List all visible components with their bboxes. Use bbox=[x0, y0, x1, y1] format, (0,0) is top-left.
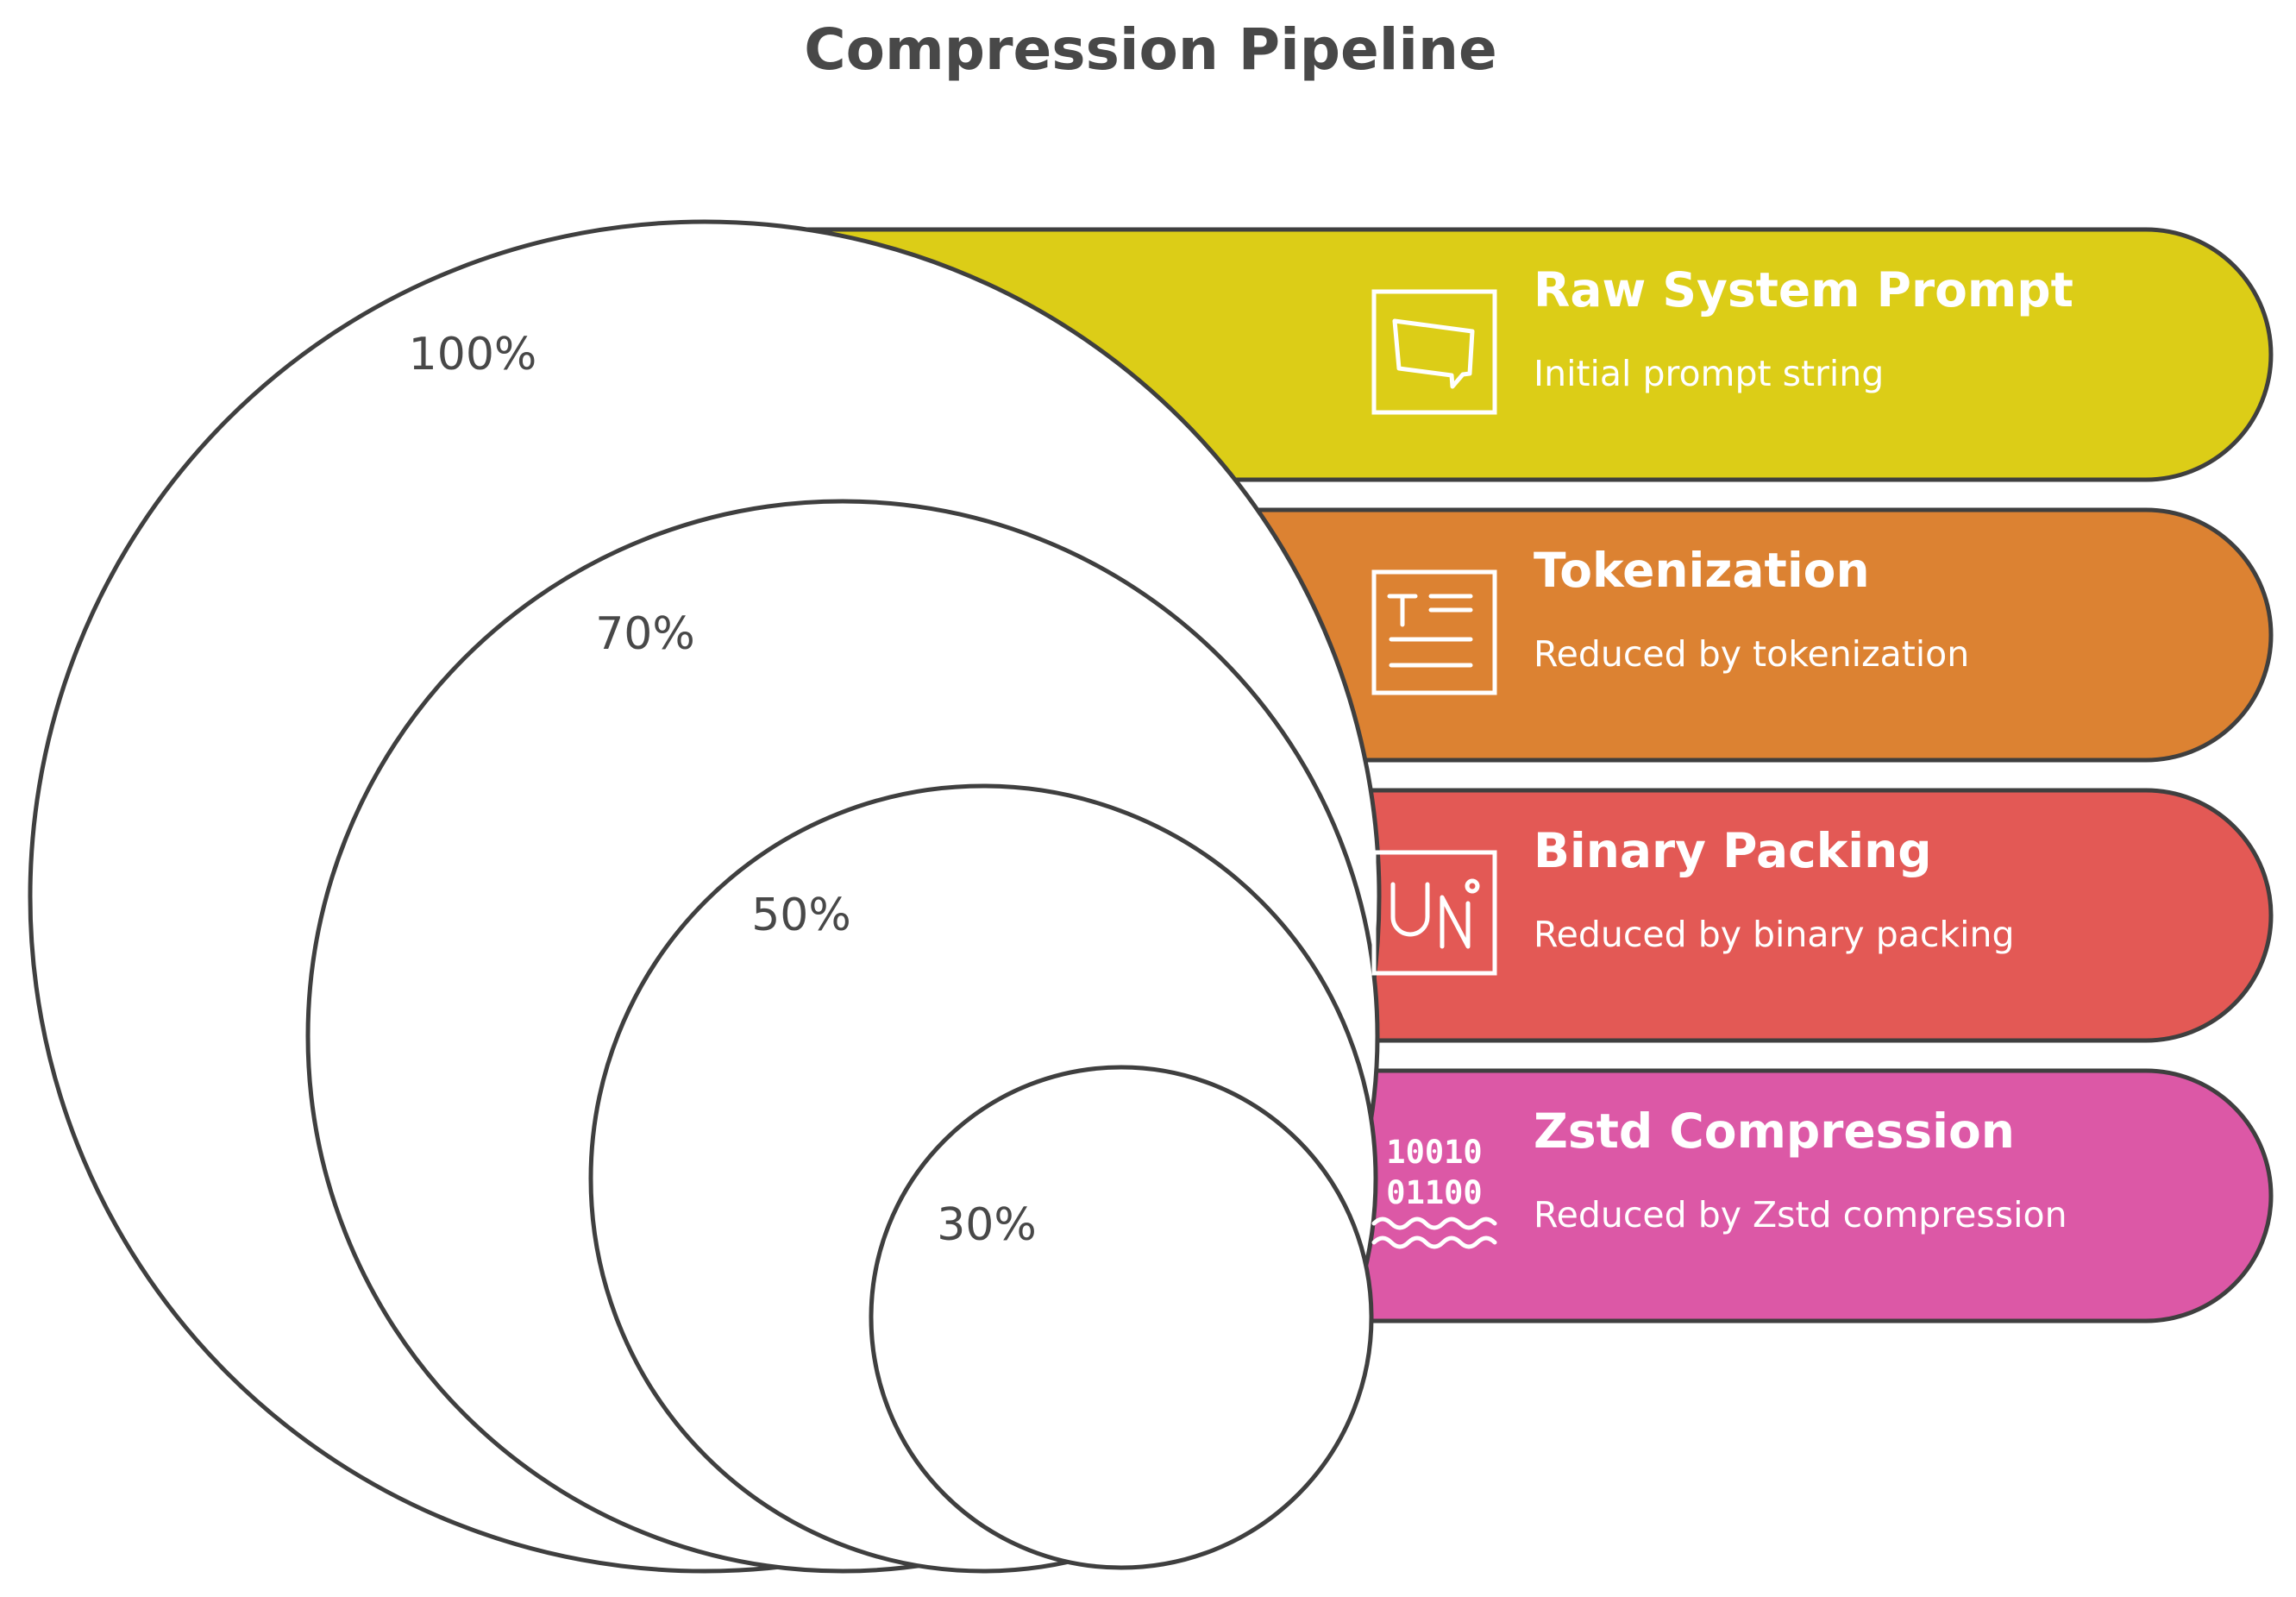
stage-description-tokenization: Reduced by tokenization bbox=[1534, 633, 1969, 675]
diagram-title: Compression Pipeline bbox=[804, 16, 1497, 83]
band-zstd-compression bbox=[1118, 1068, 2274, 1323]
binary-stream-icon-row-2: 01100 bbox=[1386, 1174, 1482, 1211]
unicode-icon bbox=[1371, 850, 1497, 976]
stage-description-raw-system-prompt: Initial prompt string bbox=[1534, 353, 1884, 394]
percent-label-binary-packing: 50% bbox=[751, 890, 851, 941]
stage-title-zstd-compression: Zstd Compression bbox=[1534, 1103, 2015, 1159]
text-format-icon bbox=[1371, 569, 1497, 695]
circle-zstd-compression bbox=[869, 1065, 1374, 1570]
stage-title-raw-system-prompt: Raw System Prompt bbox=[1534, 262, 2073, 318]
stage-description-binary-packing: Reduced by binary packing bbox=[1534, 914, 2015, 955]
speech-bubble-icon bbox=[1371, 289, 1497, 415]
binary-stream-icon: 10010 01100 bbox=[1371, 1134, 1497, 1249]
percent-label-raw-system-prompt: 100% bbox=[409, 329, 537, 380]
stage-description-zstd-compression: Reduced by Zstd compression bbox=[1534, 1194, 2067, 1235]
percent-label-tokenization: 70% bbox=[595, 608, 695, 660]
stage-title-binary-packing: Binary Packing bbox=[1534, 823, 1932, 878]
percent-label-zstd-compression: 30% bbox=[937, 1199, 1037, 1251]
binary-stream-icon-row-1: 10010 bbox=[1386, 1134, 1482, 1171]
stage-title-tokenization: Tokenization bbox=[1534, 543, 1870, 598]
